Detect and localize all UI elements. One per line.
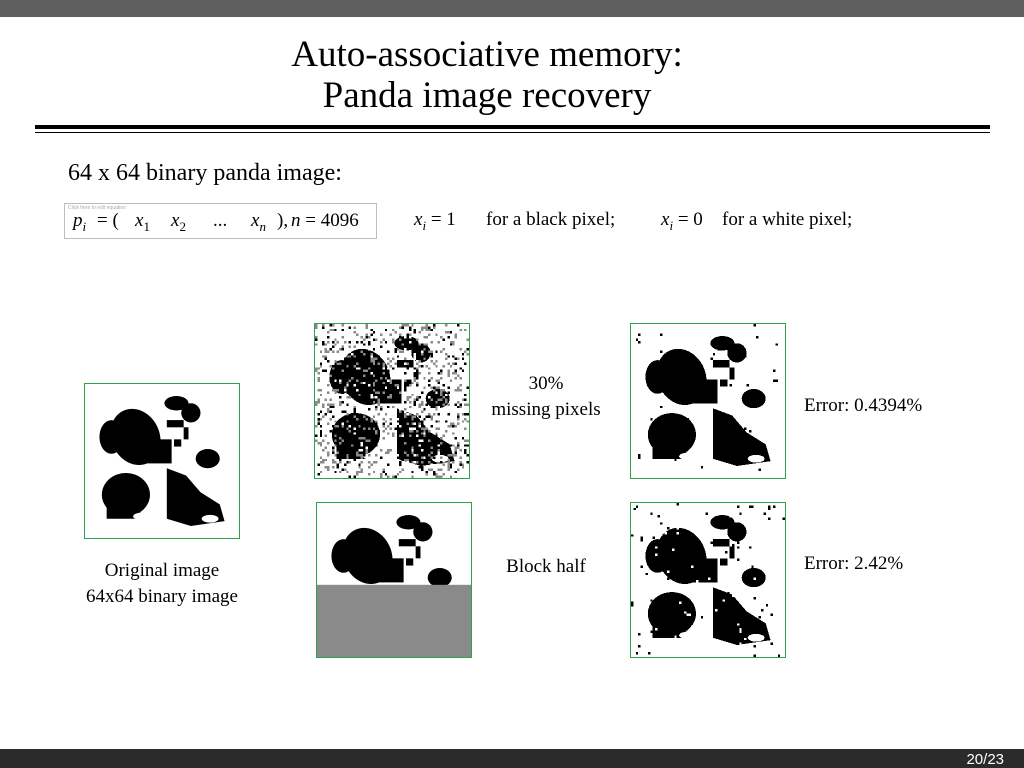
noisy-caption: 30% missing pixels	[471, 371, 621, 423]
noise-recovered-panda-art	[635, 324, 778, 471]
formula-p: pi	[73, 210, 87, 234]
noisy-panda-image	[314, 323, 470, 479]
formula-eq: = (	[97, 210, 119, 231]
half-blocked-panda-art	[317, 515, 471, 657]
noisy-caption-line-2: missing pixels	[491, 399, 601, 420]
original-caption-line-1: Original image	[104, 560, 220, 581]
noisy-caption-line-1: 30%	[528, 373, 564, 394]
title-line-2: Panda image recovery	[322, 75, 652, 116]
page-number: 20/23	[966, 751, 1004, 768]
original-panda-image	[84, 383, 240, 539]
noise-recovered-panda-image	[630, 323, 786, 479]
slide-title: Auto-associative memory: Panda image rec…	[0, 34, 974, 116]
white-pixel-text: for a white pixel;	[722, 209, 853, 230]
formula-x2: x2	[171, 210, 186, 234]
half-blocked-panda-image	[316, 502, 472, 658]
formula-xn: xn	[251, 210, 266, 234]
white-pixel-formula: xi = 0	[661, 209, 703, 233]
half-recovered-panda-image	[630, 502, 786, 658]
formula-dots: ...	[213, 210, 228, 231]
slide-subtitle: 64 x 64 binary panda image:	[68, 160, 342, 186]
original-panda-art	[99, 396, 225, 526]
half-error-caption: Error: 2.42%	[804, 553, 904, 574]
formula-x1: x1	[135, 210, 150, 234]
noise-error-caption: Error: 0.4394%	[804, 395, 923, 416]
footer-bar	[0, 749, 1024, 768]
original-caption-line-2: 64x64 binary image	[86, 586, 238, 607]
title-rule-thin	[35, 132, 990, 133]
formula-n-value: n = 4096	[291, 210, 359, 231]
equation-object-tag: Click here to edit equation	[68, 205, 126, 211]
title-rule-thick	[35, 125, 990, 129]
formula-box: Click here to edit equation pi = ( x1 x2…	[64, 203, 377, 239]
black-pixel-text: for a black pixel;	[486, 209, 616, 230]
noisy-panda-art	[315, 324, 469, 478]
title-line-1: Auto-associative memory:	[291, 34, 683, 75]
formula-close: ),	[277, 210, 289, 231]
half-caption: Block half	[506, 556, 586, 577]
black-pixel-formula: xi = 1	[414, 209, 456, 233]
original-caption: Original image 64x64 binary image	[62, 558, 262, 610]
header-bar	[0, 0, 1024, 17]
half-recovered-panda-art	[631, 503, 785, 657]
missing-half-block	[317, 584, 471, 657]
